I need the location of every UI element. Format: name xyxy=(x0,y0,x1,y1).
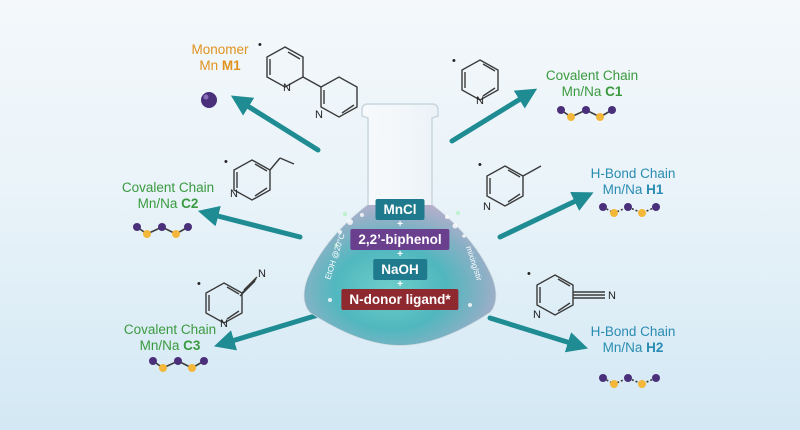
arrow-to-c3 xyxy=(213,312,321,351)
cyanopyridine-3-structure xyxy=(205,276,258,324)
label-c3-metal: Mn/Na xyxy=(139,338,180,353)
arrow-to-h2 xyxy=(487,315,589,353)
arrow-to-h1 xyxy=(497,191,594,240)
label-h2-type: H-Bond Chain xyxy=(590,324,676,339)
label-c2: Covalent Chain Mn/Na C2 xyxy=(113,180,223,212)
reagent-mncl: MnCl xyxy=(375,199,425,220)
label-m1-code: M1 xyxy=(221,58,241,73)
arrow-to-c1 xyxy=(449,88,538,144)
label-c3-type: Covalent Chain xyxy=(123,322,217,337)
n-label: N xyxy=(608,290,616,302)
n-label: N xyxy=(283,82,291,94)
n-label: N xyxy=(315,109,323,121)
cyanopyridine-4-structure xyxy=(536,274,605,316)
methylpyridine-structure xyxy=(486,165,542,207)
label-c3-code: C3 xyxy=(183,338,201,353)
label-h1-type: H-Bond Chain xyxy=(590,166,676,181)
monomer-sphere xyxy=(201,92,217,108)
plus-sign: + xyxy=(397,279,403,290)
arrow-to-m1 xyxy=(230,95,321,153)
star-label: • xyxy=(527,268,531,280)
label-m1-metal: Mn xyxy=(199,58,219,73)
n-label: N xyxy=(533,309,541,321)
reaction-arrows xyxy=(197,88,594,353)
chain-spheres xyxy=(133,106,660,388)
label-c1-code: C1 xyxy=(605,84,623,99)
label-c1: Covalent Chain Mn/Na C1 xyxy=(537,68,647,100)
star-label: • xyxy=(258,39,262,51)
n-label: N xyxy=(483,201,491,213)
star-label: • xyxy=(224,156,228,168)
plus-sign: + xyxy=(397,219,403,230)
atom-labels: N N N N N N N N N • • • • • • xyxy=(197,39,616,330)
n-label: N xyxy=(220,318,228,330)
reagent-biphenol: 2,2’-biphenol xyxy=(350,229,450,250)
bipyridine-structure xyxy=(266,46,358,118)
n-label: N xyxy=(258,268,266,280)
plus-sign: + xyxy=(397,249,403,260)
star-label: • xyxy=(478,159,482,171)
n-label: N xyxy=(230,188,238,200)
n-label: N xyxy=(476,95,484,107)
label-c2-code: C2 xyxy=(181,196,199,211)
chemical-structures xyxy=(205,46,605,324)
pyridine-structure xyxy=(461,59,499,101)
label-c3: Covalent Chain Mn/Na C3 xyxy=(115,322,225,354)
label-c2-type: Covalent Chain xyxy=(121,180,215,195)
label-h1: H-Bond Chain Mn/Na H1 xyxy=(578,166,688,198)
label-c2-metal: Mn/Na xyxy=(137,196,178,211)
reagent-n-donor-ligand: N-donor ligand* xyxy=(341,289,459,310)
label-c1-type: Covalent Chain xyxy=(545,68,639,83)
label-h2-metal: Mn/Na xyxy=(602,340,643,355)
label-m1: Monomer Mn M1 xyxy=(185,42,255,74)
reagent-naoh: NaOH xyxy=(373,259,427,280)
ethylpyridine-structure xyxy=(233,157,295,201)
star-label: • xyxy=(197,278,201,290)
label-m1-type: Monomer xyxy=(191,42,249,57)
label-c1-metal: Mn/Na xyxy=(561,84,602,99)
label-h2-code: H2 xyxy=(646,340,664,355)
label-h2: H-Bond Chain Mn/Na H2 xyxy=(578,324,688,356)
label-h1-metal: Mn/Na xyxy=(602,182,643,197)
reagent-stack: MnCl + 2,2’-biphenol + NaOH + N-donor li… xyxy=(300,195,500,315)
arrow-to-c2 xyxy=(197,205,303,240)
star-label: • xyxy=(452,55,456,67)
label-h1-code: H1 xyxy=(646,182,664,197)
